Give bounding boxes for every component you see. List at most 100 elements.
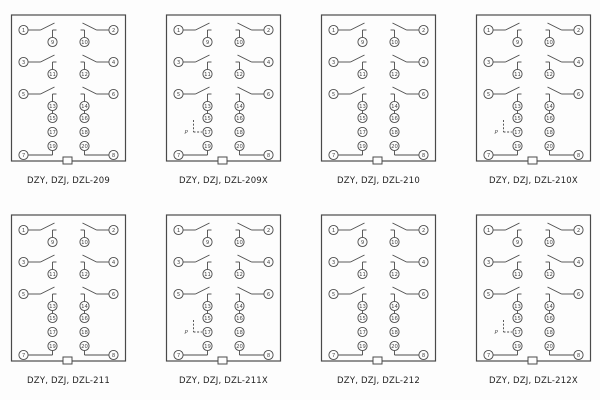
relay-case-outline xyxy=(320,14,437,162)
wire-line xyxy=(392,54,407,63)
terminal-3 xyxy=(18,56,29,68)
terminal-12 xyxy=(544,68,555,80)
p-signal-label: P xyxy=(185,330,189,336)
terminal-number: 9 xyxy=(516,240,519,246)
terminal-number: 9 xyxy=(51,240,54,246)
p-signal-label: P xyxy=(185,130,189,136)
terminal-number: 3 xyxy=(177,260,180,266)
wire-line xyxy=(237,254,252,263)
terminal-number: 14 xyxy=(391,304,398,310)
wire-line xyxy=(195,222,210,231)
wire-line xyxy=(547,54,562,63)
terminal-number: 13 xyxy=(514,104,521,110)
terminal-number: 12 xyxy=(81,272,88,278)
terminal-number: 10 xyxy=(81,240,88,246)
terminal-18 xyxy=(544,326,555,338)
terminal-number: 20 xyxy=(546,144,553,150)
terminal-number: 1 xyxy=(177,28,180,34)
terminal-number: 17 xyxy=(49,330,56,336)
terminal-18 xyxy=(544,126,555,138)
terminal-9 xyxy=(47,236,58,248)
terminal-number: 14 xyxy=(546,304,553,310)
terminal-number: 4 xyxy=(577,260,581,266)
terminal-number: 1 xyxy=(22,28,25,34)
terminal-number: 20 xyxy=(81,144,88,150)
terminal-5 xyxy=(173,288,184,300)
terminal-number: 17 xyxy=(204,330,211,336)
wire-line xyxy=(350,222,365,231)
case-key-notch xyxy=(217,356,228,365)
terminal-9 xyxy=(202,36,213,48)
terminal-7 xyxy=(328,349,339,361)
terminal-11 xyxy=(512,268,523,280)
terminal-9 xyxy=(202,236,213,248)
terminal-number: 1 xyxy=(332,228,335,234)
wire-line xyxy=(40,54,55,63)
relay-case-outline xyxy=(10,14,127,162)
wire-line xyxy=(40,22,55,31)
terminal-number: 15 xyxy=(49,316,56,322)
terminal-number: 20 xyxy=(391,344,398,350)
wire-line xyxy=(392,254,407,263)
terminal-number: 8 xyxy=(577,353,581,359)
terminal-number: 3 xyxy=(22,60,25,66)
terminal-number: 14 xyxy=(236,104,243,110)
relay-case-outline xyxy=(165,14,282,162)
terminal-number: 3 xyxy=(332,60,335,66)
terminal-number: 4 xyxy=(267,60,271,66)
wire-line xyxy=(195,86,210,95)
terminal-number: 5 xyxy=(22,292,25,298)
terminal-number: 20 xyxy=(391,144,398,150)
terminal-7 xyxy=(173,149,184,161)
terminal-11 xyxy=(47,68,58,80)
terminal-17 xyxy=(512,126,523,138)
terminal-18 xyxy=(389,326,400,338)
terminal-number: 3 xyxy=(487,60,490,66)
terminal-3 xyxy=(328,256,339,268)
terminal-number: 1 xyxy=(332,28,335,34)
terminal-1 xyxy=(328,224,339,236)
terminal-number: 11 xyxy=(204,72,211,78)
terminal-number: 19 xyxy=(514,144,521,150)
terminal-number: 19 xyxy=(514,344,521,350)
terminal-number: 13 xyxy=(49,304,56,310)
terminal-5 xyxy=(483,288,494,300)
terminal-3 xyxy=(18,256,29,268)
terminal-number: 5 xyxy=(487,92,490,98)
terminal-number: 19 xyxy=(49,144,56,150)
terminal-number: 13 xyxy=(359,304,366,310)
wire-line xyxy=(40,286,55,295)
wire-line xyxy=(350,286,365,295)
terminal-number: 17 xyxy=(359,130,366,136)
terminal-4 xyxy=(573,256,584,268)
terminal-number: 16 xyxy=(81,116,88,122)
terminal-number: 14 xyxy=(81,304,88,310)
terminal-11 xyxy=(202,68,213,80)
terminal-number: 15 xyxy=(359,116,366,122)
terminal-number: 14 xyxy=(236,304,243,310)
terminal-1 xyxy=(173,24,184,36)
terminal-number: 11 xyxy=(204,272,211,278)
terminal-number: 18 xyxy=(81,330,88,336)
terminal-number: 4 xyxy=(112,60,116,66)
terminal-12 xyxy=(389,68,400,80)
terminal-number: 12 xyxy=(546,272,553,278)
terminal-1 xyxy=(483,24,494,36)
terminal-11 xyxy=(357,68,368,80)
diagram-label: DZY, DZJ, DZL-212 xyxy=(337,376,420,386)
terminal-12 xyxy=(79,268,90,280)
terminal-10 xyxy=(544,236,555,248)
terminal-5 xyxy=(328,288,339,300)
terminal-5 xyxy=(18,288,29,300)
wire-line xyxy=(195,22,210,31)
terminal-number: 20 xyxy=(81,344,88,350)
terminal-10 xyxy=(389,36,400,48)
wire-line xyxy=(505,254,520,263)
terminal-number: 9 xyxy=(361,40,364,46)
terminal-number: 11 xyxy=(514,272,521,278)
